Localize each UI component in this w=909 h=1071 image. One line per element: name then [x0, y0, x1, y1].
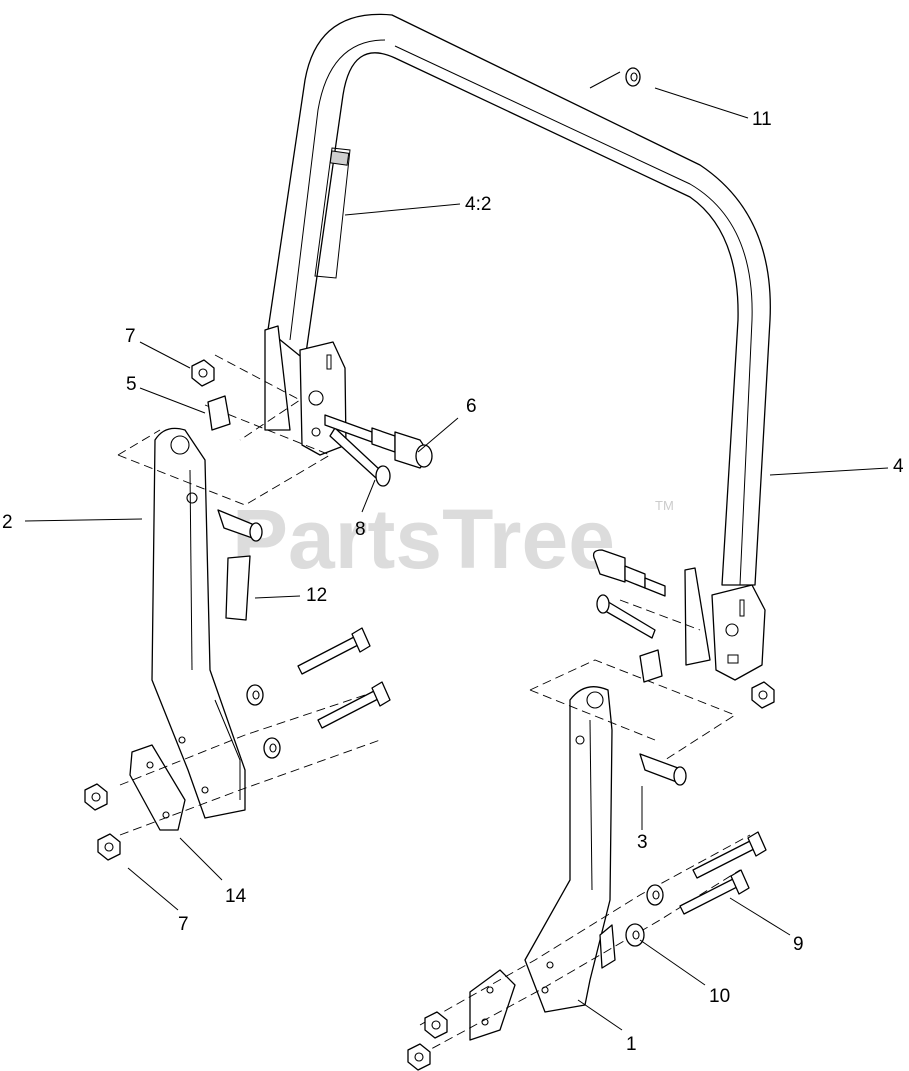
watermark-text: PartsTree: [232, 492, 615, 586]
nut-bottom-2[interactable]: [407, 1043, 431, 1071]
knob-right[interactable]: [639, 649, 663, 683]
pin-right[interactable]: [596, 594, 656, 639]
nut-right[interactable]: [751, 681, 775, 709]
callout-10: 10: [709, 986, 730, 1007]
left-upright[interactable]: [151, 427, 246, 819]
bolt-right-1[interactable]: [692, 831, 767, 879]
left-mount-plate[interactable]: [129, 744, 186, 831]
callout-5: 5: [126, 374, 137, 395]
nut-top-left[interactable]: [191, 359, 215, 387]
nut-bottom-1[interactable]: [424, 1011, 448, 1039]
watermark-trademark: TM: [655, 498, 674, 513]
callout-6: 6: [466, 396, 477, 417]
callout-8: 8: [355, 519, 366, 540]
latch-pin-left[interactable]: [324, 414, 433, 469]
callout-3: 3: [637, 832, 648, 853]
bolt-9[interactable]: [679, 869, 750, 915]
callout-11: 11: [752, 109, 772, 130]
callout-4-2: 4:2: [465, 194, 491, 215]
right-mount-plate[interactable]: [469, 969, 516, 1041]
callout-2: 2: [2, 512, 13, 533]
nut-left-1[interactable]: [84, 783, 108, 811]
washer-left-2[interactable]: [263, 737, 281, 759]
callout-7-bottom: 7: [178, 914, 189, 935]
callout-12: 12: [306, 585, 327, 606]
callout-4: 4: [893, 456, 904, 477]
callout-1: 1: [626, 1034, 637, 1055]
knob-left[interactable]: [207, 395, 231, 431]
washer-10[interactable]: [625, 923, 645, 947]
latch-pin-right[interactable]: [592, 549, 666, 597]
bolt-left-1[interactable]: [297, 627, 371, 675]
left-spacer[interactable]: [217, 509, 263, 542]
decal-12[interactable]: [225, 555, 251, 621]
washer-left-1[interactable]: [246, 684, 264, 706]
washer-11[interactable]: [625, 67, 641, 87]
callout-7-top: 7: [125, 326, 136, 347]
callout-14: 14: [225, 886, 247, 907]
nut-left-2[interactable]: [97, 833, 121, 861]
bolt-left-2[interactable]: [317, 681, 391, 729]
pin-8[interactable]: [329, 427, 391, 487]
right-spacer[interactable]: [639, 753, 687, 786]
right-upright[interactable]: [524, 686, 616, 1013]
callout-9: 9: [793, 934, 804, 955]
washer-right-1[interactable]: [646, 884, 664, 906]
